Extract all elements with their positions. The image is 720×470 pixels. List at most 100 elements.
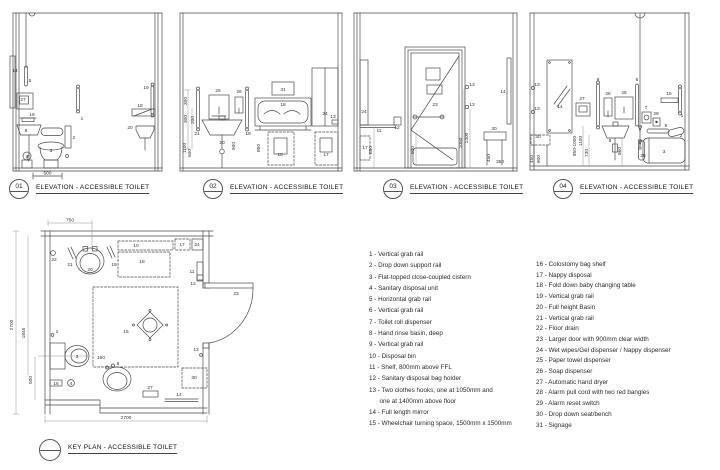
clothes-hooks [531, 86, 535, 114]
nappy-disposal-hidden [359, 135, 371, 161]
hand-rinse-basin [16, 124, 42, 162]
bag-holder-plan [196, 274, 204, 281]
callout-label: 1100 [578, 136, 584, 147]
callout-label: 2 [73, 135, 76, 141]
door [404, 46, 466, 169]
callout-label: 8 [25, 128, 28, 134]
drop-down-support-rail [40, 125, 72, 149]
callout-label: 6 [636, 77, 639, 83]
alarm-pull-cord [637, 13, 643, 150]
legend-item: 16 - Colostomy bag shelf [536, 261, 606, 268]
basin2-plan [102, 363, 132, 392]
walls-e1 [12, 12, 163, 172]
toilet-plan [49, 333, 90, 370]
drop-down-seat [483, 131, 507, 166]
callout-label: 12 [394, 125, 400, 131]
callout-label: 18 [280, 102, 286, 108]
callout-label: 20 [127, 125, 133, 131]
paper-towel-dispenser [208, 94, 230, 120]
vertical-grab-rail-19 [245, 86, 249, 132]
callout-label: 30 [491, 126, 497, 132]
dispenser-cabinet-plan [191, 238, 204, 251]
door-swing [204, 282, 254, 344]
detail-bubble-02: 02 [203, 179, 223, 199]
legend-item: 10 - Disposal bin [369, 352, 416, 360]
callout-label: 300 [183, 97, 189, 105]
callout-label: 24 [361, 109, 367, 115]
callout-label: 2700 [121, 415, 132, 421]
shelf [359, 124, 397, 128]
vertical-grab-rail-21 [196, 86, 200, 132]
callout-label: 160 [97, 355, 105, 361]
legend-item: 23 - Larger door with 900mm clear width [536, 335, 649, 343]
callout-label: 23 [233, 291, 239, 297]
vertical-grab-rail-1 [678, 84, 682, 116]
callout-label: 12 [190, 281, 196, 287]
callout-label: 850 [256, 144, 262, 152]
key-plan-title: KEY PLAN - ACCESSIBLE TOILET [39, 439, 178, 461]
callout-label: 24 [322, 111, 328, 117]
legend-item: 8 - Hand rinse basin, deep [369, 330, 443, 338]
callout-label: 20 [87, 267, 93, 273]
callout-label: 19 [111, 262, 117, 268]
callout-label: 1400 [464, 132, 470, 143]
title-text: KEY PLAN - ACCESSIBLE TOILET [68, 444, 178, 454]
callout-label: 1 [56, 329, 59, 335]
callout-label: 600 [187, 149, 193, 157]
callout-label: 30 [191, 375, 197, 381]
turning-space [132, 309, 168, 341]
callout-label: 950-1000 [572, 136, 578, 157]
disposal-unit-plan [67, 379, 75, 387]
callout-label: 25 [215, 88, 221, 94]
legend-item: 18 - Fold down baby changing table [536, 282, 636, 290]
callout-label: 3 [76, 354, 79, 360]
callout-label: 860 [617, 147, 623, 155]
full-height-basin [201, 115, 243, 169]
title-text: ELEVATION - ACCESSIBLE TOILET [230, 184, 344, 194]
callout-label: 11 [190, 269, 195, 275]
drop-down-support-rail [667, 127, 685, 137]
detail-number: 04 [559, 182, 567, 190]
dimension-lines-e4 [582, 125, 623, 167]
callout-label: 17 [323, 152, 329, 158]
clothes-hook [331, 119, 339, 125]
vertical-grab-rail-1 [76, 84, 80, 114]
callout-label: 27 [147, 385, 153, 391]
colostomy-shelf [660, 97, 679, 103]
callout-label: 19 [245, 131, 251, 137]
callout-label: 4 [70, 381, 73, 387]
callout-label: 5 [665, 123, 668, 129]
callout-label: 18 [137, 103, 143, 109]
dimension-lines-e2 [183, 89, 193, 150]
legend-item: 13 - Two clothes hooks, one at 1050mm an… [369, 386, 493, 394]
callout-label: 8 [117, 361, 120, 367]
colostomy-shelf [19, 117, 37, 122]
toilet-roll-dispenser [641, 111, 652, 124]
callout-label: 25 [621, 90, 627, 96]
legend-item: 20 - Full height Basin [536, 303, 596, 311]
callout-label: 14 [500, 89, 506, 95]
callout-label: 2700 [9, 319, 15, 330]
clothes-hooks [464, 84, 470, 110]
legend-item: 21 - Vertical grab rail [536, 314, 594, 322]
legend-item: 9 - Vertical grab rail [369, 341, 424, 349]
full-length-mirror [506, 57, 512, 125]
disposal-bins-hidden [267, 131, 339, 166]
callout-label: 13 [534, 106, 540, 112]
callout-label: 3 [663, 149, 666, 155]
callout-label: 21 [194, 131, 200, 137]
callout-label: 200 [190, 116, 196, 124]
callout-label: 850 [368, 146, 374, 154]
detail-bubble-01: 01 [9, 179, 29, 199]
walls-e4 [529, 12, 690, 171]
paper-towel-dispenser [614, 96, 634, 120]
vertical-grab-rail-6 [24, 12, 28, 87]
legend-item: 6 - Vertical grab rail [369, 307, 424, 315]
callout-label: 13 [330, 114, 336, 120]
callout-label: 26 [605, 91, 611, 97]
callout-label: 14 [557, 104, 563, 110]
callout-label: 24 [194, 242, 200, 248]
